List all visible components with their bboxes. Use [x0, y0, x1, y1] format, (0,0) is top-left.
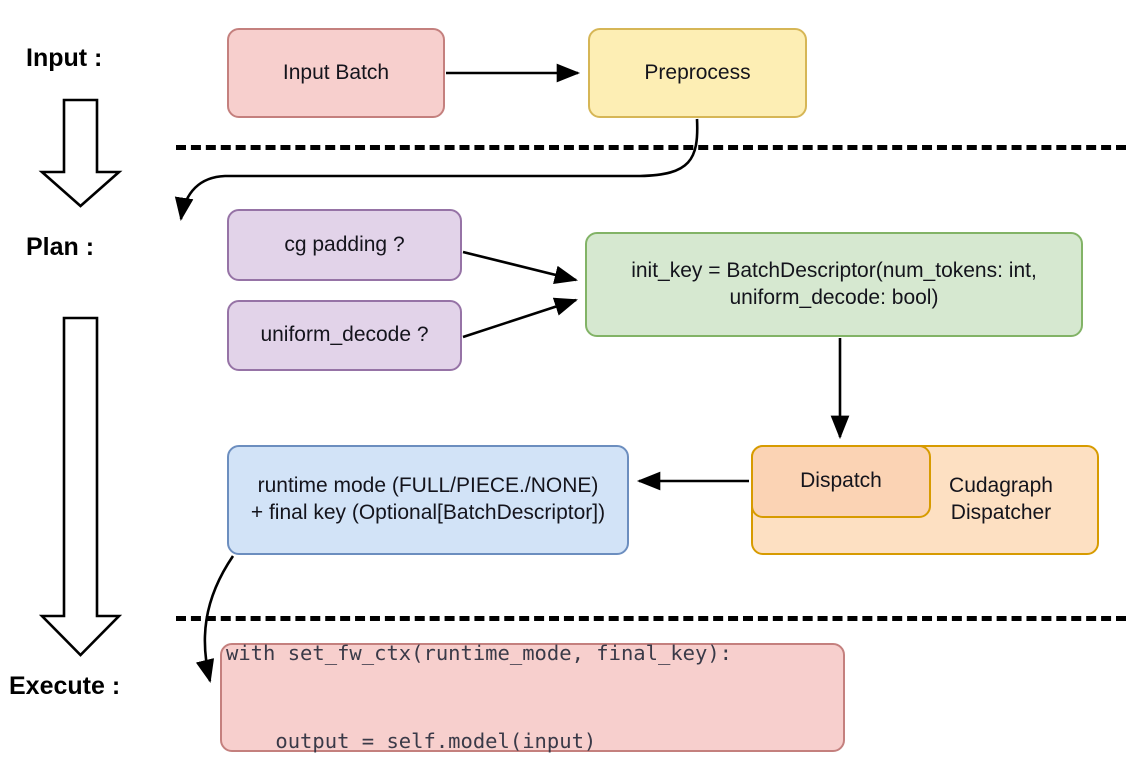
node-cudagraph-dispatcher-text: Cudagraph Dispatcher: [919, 473, 1083, 527]
node-cg-padding[interactable]: cg padding ?: [227, 209, 462, 281]
stage-arrow-input-to-plan: [38, 98, 123, 208]
stage-arrow-plan-to-execute: [38, 316, 123, 657]
node-runtime-mode-text: runtime mode (FULL/PIECE./NONE) + final …: [251, 473, 605, 527]
node-init-key-line1: init_key = BatchDescriptor(num_tokens: i…: [631, 258, 1037, 282]
node-preprocess[interactable]: Preprocess: [588, 28, 807, 118]
node-dispatch[interactable]: Dispatch: [751, 445, 931, 518]
node-preprocess-label: Preprocess: [644, 60, 751, 84]
node-input-batch-label: Input Batch: [282, 60, 390, 84]
node-execute-code[interactable]: with set_fw_ctx(runtime_mode, final_key)…: [220, 641, 845, 753]
node-init-key-line2: uniform_decode: bool): [729, 285, 939, 309]
node-execute-code-text: with set_fw_ctx(runtime_mode, final_key)…: [226, 581, 732, 770]
node-runtime-mode-line2: + final key (Optional[BatchDescriptor]): [250, 501, 606, 524]
input-plan-separator: [176, 145, 1126, 150]
node-execute-code-line1: with set_fw_ctx(runtime_mode, final_key)…: [226, 641, 733, 666]
arrow-cg-padding-to-init-key: [462, 250, 579, 284]
node-dispatch-label: Dispatch: [800, 469, 882, 493]
stage-label-input: Input :: [26, 44, 103, 72]
node-init-key-text: init_key = BatchDescriptor(num_tokens: i…: [631, 258, 1037, 312]
stage-label-plan: Plan :: [26, 233, 95, 261]
arrow-uniform-decode-to-init-key: [462, 297, 578, 339]
plan-execute-separator: [176, 616, 1126, 621]
node-runtime-mode-line1: runtime mode (FULL/PIECE./NONE): [257, 474, 599, 498]
node-runtime-mode[interactable]: runtime mode (FULL/PIECE./NONE) + final …: [227, 445, 629, 555]
node-uniform-decode[interactable]: uniform_decode ?: [227, 300, 462, 371]
arrow-preprocess-to-cg-padding: [174, 118, 699, 222]
node-init-key[interactable]: init_key = BatchDescriptor(num_tokens: i…: [585, 232, 1083, 337]
node-cudagraph-dispatcher-line1: Cudagraph: [949, 474, 1053, 498]
node-cudagraph-dispatcher-line2: Dispatcher: [950, 501, 1052, 524]
node-execute-code-line2: output = self.model(input): [226, 728, 597, 753]
node-input-batch[interactable]: Input Batch: [227, 28, 445, 118]
node-cg-padding-label: cg padding ?: [284, 232, 405, 256]
stage-label-execute: Execute :: [9, 672, 121, 700]
node-uniform-decode-label: uniform_decode ?: [260, 323, 429, 347]
